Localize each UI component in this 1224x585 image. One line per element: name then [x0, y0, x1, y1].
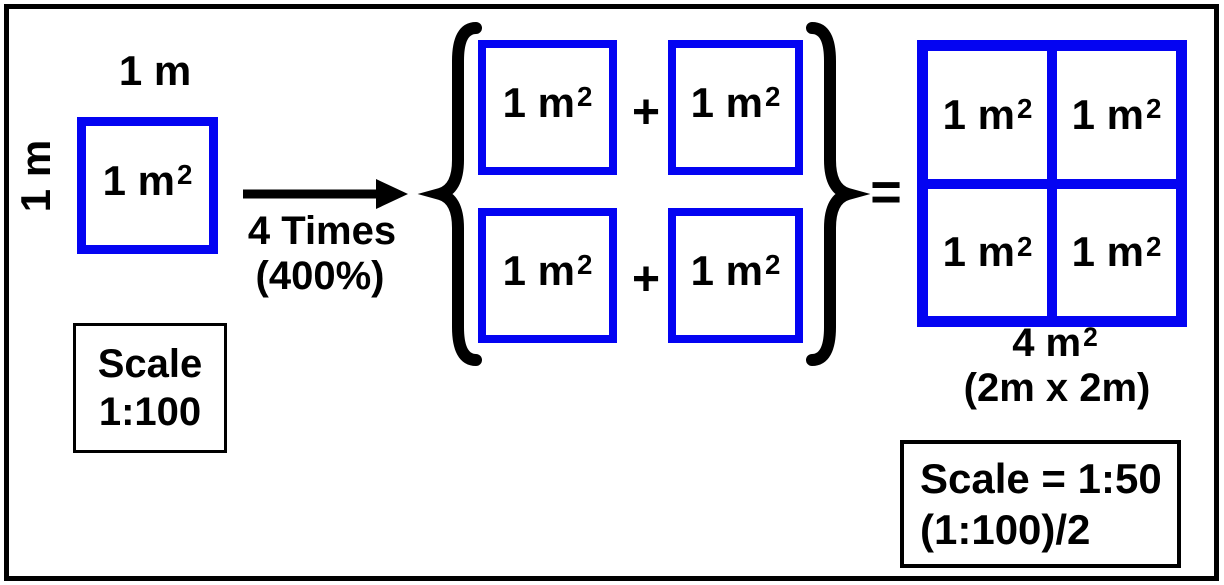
right-brace-icon	[806, 22, 871, 366]
sum-square-3-sup: 2	[576, 248, 593, 280]
result-cell-4: 1 m2	[1057, 188, 1176, 316]
sum-square-3-base: 1 m	[502, 246, 575, 294]
sum-square-3-label: 1 m2	[503, 247, 593, 305]
sum-square-2-sup: 2	[764, 80, 781, 112]
result-cell-1-sup: 2	[1016, 93, 1033, 125]
sum-square-2-label: 1 m2	[691, 79, 781, 137]
sum-square-2: 1 m2	[668, 40, 803, 175]
result-cell-1-base: 1 m	[942, 90, 1015, 138]
scale-1-50-line1: Scale = 1:50	[920, 454, 1162, 502]
result-area-sup: 2	[1083, 321, 1098, 352]
unit-square: 1 m2	[77, 117, 218, 254]
scale-box-1-100: Scale 1:100	[73, 323, 227, 453]
sum-square-4-base: 1 m	[690, 246, 763, 294]
result-area-base: 4 m	[1012, 321, 1082, 365]
sum-square-4: 1 m2	[668, 208, 803, 343]
sum-square-1-label: 1 m2	[503, 79, 593, 137]
top-length-label: 1 m	[118, 47, 192, 94]
result-cell-4-base: 1 m	[1071, 228, 1144, 276]
sum-square-1-sup: 2	[576, 80, 593, 112]
result-cell-3-sup: 2	[1016, 230, 1033, 262]
result-cell-1: 1 m2	[928, 51, 1047, 179]
unit-square-area-base: 1 m	[102, 156, 175, 204]
result-square: 1 m2 1 m2 1 m2 1 m2	[917, 40, 1187, 327]
side-length-label: 1 m	[12, 139, 59, 213]
arrow-label-line2: (400%)	[255, 254, 385, 298]
unit-square-area-sup: 2	[176, 158, 193, 190]
arrow-label-line1: 4 Times	[247, 209, 397, 253]
result-cell-2: 1 m2	[1057, 51, 1176, 179]
result-cell-4-label: 1 m2	[1072, 228, 1162, 276]
result-cell-4-sup: 2	[1145, 230, 1162, 262]
result-cell-3-base: 1 m	[942, 228, 1015, 276]
scale-box-1-50: Scale = 1:50 (1:100)/2	[900, 440, 1181, 568]
plus-sign-top: +	[631, 86, 661, 139]
equals-sign: =	[870, 162, 902, 222]
unit-square-area-label: 1 m2	[103, 157, 193, 215]
sum-square-2-base: 1 m	[690, 78, 763, 126]
sum-square-3: 1 m2	[478, 208, 617, 343]
sum-square-4-sup: 2	[764, 248, 781, 280]
left-brace-icon	[417, 22, 482, 366]
result-area-label: 4 m2	[1012, 323, 1098, 363]
result-cell-1-label: 1 m2	[943, 91, 1033, 139]
result-cell-2-base: 1 m	[1071, 90, 1144, 138]
outer-border	[4, 4, 1219, 581]
result-cell-2-sup: 2	[1145, 93, 1162, 125]
sum-square-4-label: 1 m2	[691, 247, 781, 305]
result-cell-2-label: 1 m2	[1072, 91, 1162, 139]
sum-square-1: 1 m2	[478, 40, 617, 175]
result-cell-3-label: 1 m2	[943, 228, 1033, 276]
scale-1-100-line1: Scale	[97, 342, 203, 386]
right-arrow-icon	[243, 179, 408, 209]
scale-1-50-line2: (1:100)/2	[920, 506, 1091, 553]
scale-1-100-line2: 1:100	[98, 390, 202, 434]
plus-sign-bottom: +	[631, 253, 661, 306]
sum-square-1-base: 1 m	[502, 78, 575, 126]
result-cell-3: 1 m2	[928, 188, 1047, 316]
result-dimension-label: (2m x 2m)	[963, 366, 1151, 410]
